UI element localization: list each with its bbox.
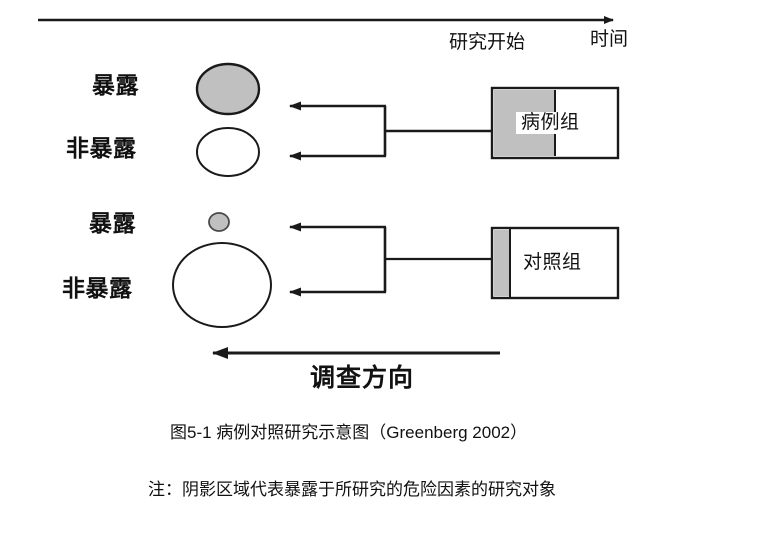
- case-exposed-circle: [195, 62, 261, 116]
- control-bracket-connector: [289, 222, 492, 297]
- time-axis-label: 时间: [590, 29, 629, 50]
- study-start-label: 研究开始: [449, 32, 526, 53]
- figure-caption: 图5-1 病例对照研究示意图（Greenberg 2002）: [170, 423, 528, 442]
- control-exposed-circle: [208, 212, 230, 232]
- case-nonexposed-label: 非暴露: [66, 135, 137, 161]
- case-nonexposed-circle: [196, 127, 260, 177]
- case-group-shade: [494, 90, 555, 156]
- control-nonexposed-circle: [172, 242, 272, 328]
- figure-note: 注：阴影区域代表暴露于所研究的危险因素的研究对象: [148, 480, 556, 499]
- investigation-direction-label: 调查方向: [310, 364, 415, 392]
- control-group-shade: [494, 230, 510, 296]
- control-exposed-label: 暴露: [89, 210, 136, 236]
- case-exposed-label: 暴露: [92, 72, 139, 98]
- case-group-box-label: 病例组: [521, 112, 580, 133]
- case-bracket-connector: [289, 101, 492, 161]
- control-nonexposed-label: 非暴露: [62, 275, 133, 301]
- control-group-box: [490, 226, 620, 300]
- control-group-box-label: 对照组: [523, 252, 582, 273]
